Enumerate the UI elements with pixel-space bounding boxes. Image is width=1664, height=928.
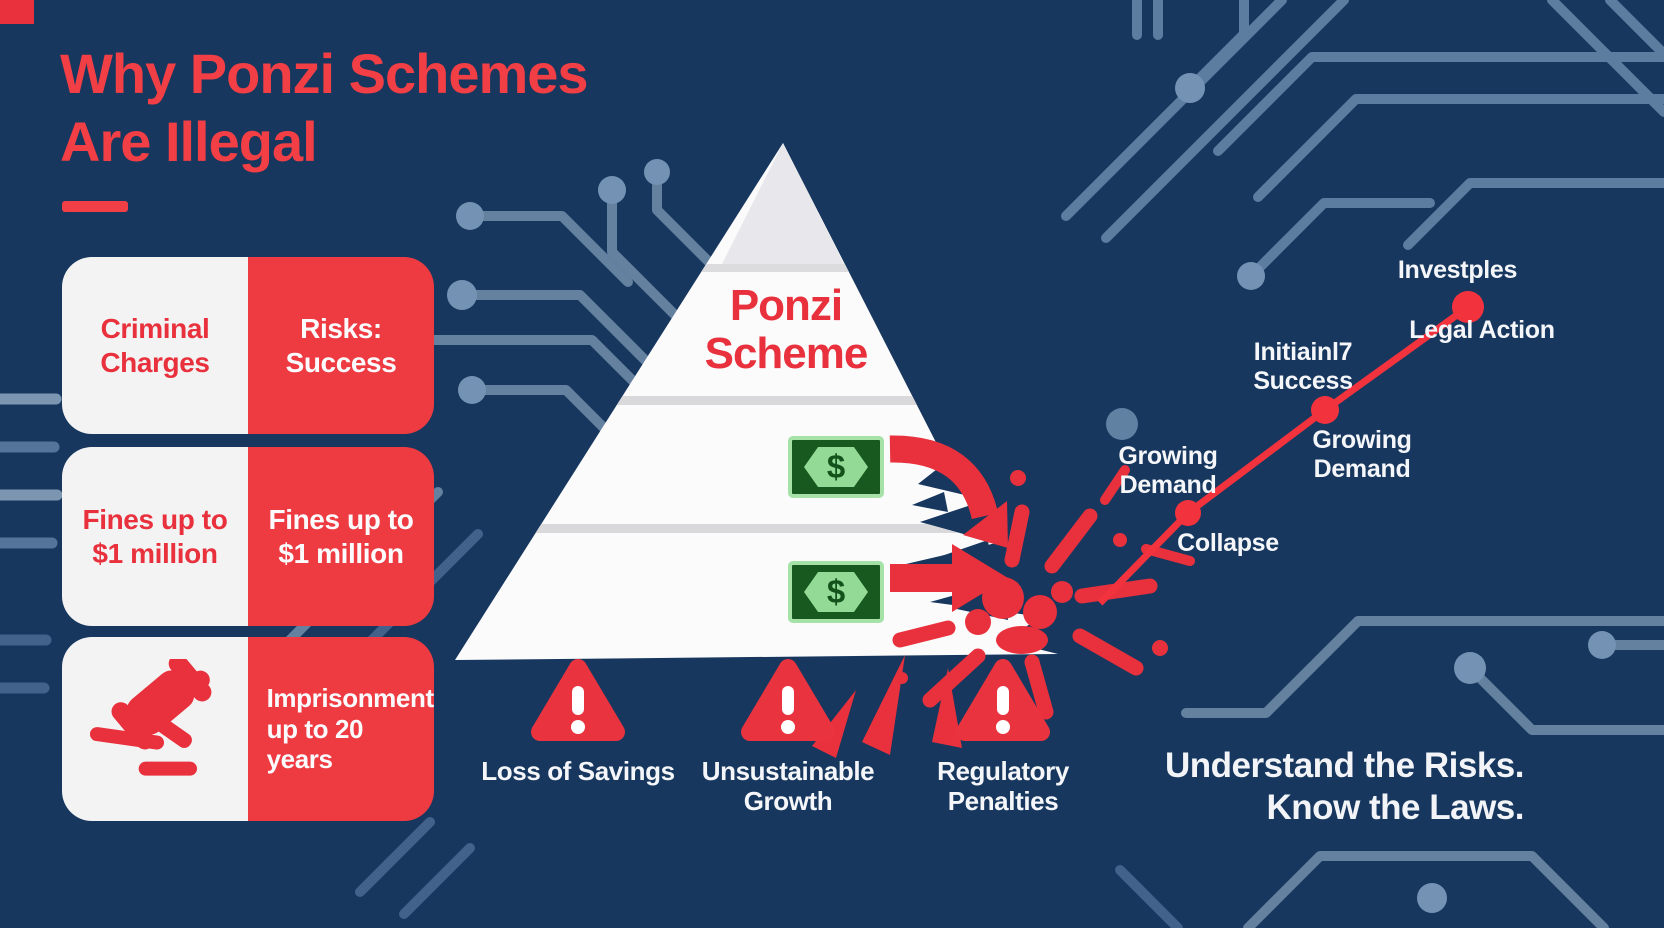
- card-risks-success-label: Risks: Success: [285, 313, 397, 378]
- dollar-sign: $: [826, 448, 846, 485]
- money-arrow-straight-head: [952, 544, 1008, 612]
- warning-label-unsustainable-growth: Unsustainable Growth: [701, 756, 875, 816]
- money-arrow-curved: [889, 435, 999, 520]
- warning-label-regulatory-penalties: Regulatory Penalties: [937, 756, 1069, 816]
- card-imprisonment-left: [62, 637, 248, 821]
- chart-label-investors: Investples: [1397, 256, 1518, 284]
- card-fines-label-right: Fines up to $1 million: [268, 504, 414, 569]
- page-title: Why Ponzi Schemes Are Illegal: [60, 40, 760, 177]
- dollar-sign: $: [826, 573, 846, 610]
- money-bill-hexagon: $: [804, 572, 868, 612]
- card-criminal-charges-left: Criminal Charges: [62, 257, 248, 434]
- warning-triangle-icon: [956, 659, 1050, 741]
- card-imprisonment-right: Imprisonment up to 20 years: [248, 637, 434, 821]
- pyramid-apex-tier: [720, 143, 846, 268]
- corner-accent: [0, 0, 34, 24]
- warning-label-loss-of-savings: Loss of Savings: [481, 756, 675, 786]
- warning-triangle-icon: [531, 659, 625, 741]
- card-imprisonment-label: Imprisonment up to 20 years: [266, 682, 434, 775]
- chart-point-legal-action: [1452, 291, 1484, 323]
- chart-label-legal-action: Legal Action: [1409, 316, 1555, 344]
- chart-line: [1097, 304, 1471, 606]
- chart-label-growing-demand-left: Growing Demand: [1118, 442, 1218, 499]
- chart-label-initial-success: Initiainl7 Success: [1253, 338, 1353, 395]
- card-fines-right: Fines up to $1 million: [248, 447, 434, 626]
- card-fines-label-left: Fines up to $1 million: [82, 504, 228, 569]
- money-flow-arrows: [889, 435, 1008, 612]
- tagline: Understand the Risks. Know the Laws.: [1004, 745, 1525, 829]
- card-fines: Fines up to $1 million Fines up to $1 mi…: [62, 447, 434, 626]
- growth-line-chart: [1097, 291, 1484, 606]
- tagline-line1: Understand the Risks.: [1164, 746, 1525, 785]
- ponzi-pyramid: [455, 143, 1058, 660]
- money-bill-icon: $: [788, 436, 884, 498]
- card-criminal-charges-label: Criminal Charges: [100, 313, 210, 378]
- chart-point-success: [1311, 396, 1339, 424]
- page-title-line1: Why Ponzi Schemes: [60, 42, 589, 105]
- tagline-line2: Know the Laws.: [1266, 788, 1525, 827]
- card-criminal-charges: Criminal Charges Risks: Success: [62, 257, 434, 434]
- money-bill-hexagon: $: [804, 447, 868, 487]
- title-underline: [62, 201, 128, 212]
- chart-label-growing-demand-right: Growing Demand: [1312, 426, 1412, 483]
- chart-point-collapse: [1175, 500, 1201, 526]
- money-arrow-curved-head: [963, 501, 1008, 548]
- card-criminal-charges-right: Risks: Success: [248, 257, 434, 434]
- money-bill-icon: $: [788, 561, 884, 623]
- collapse-explosion: [812, 465, 1195, 758]
- page-title-line2: Are Illegal: [60, 110, 318, 174]
- card-imprisonment: Imprisonment up to 20 years: [62, 637, 434, 821]
- card-fines-left: Fines up to $1 million: [62, 447, 248, 626]
- pyramid-label: Ponzi Scheme: [704, 281, 869, 378]
- pyramid-tier-dividers: [455, 264, 1058, 533]
- gavel-icon: [89, 659, 212, 776]
- chart-label-collapse: Collapse: [1177, 529, 1279, 557]
- warning-triangle-icon: [741, 659, 835, 741]
